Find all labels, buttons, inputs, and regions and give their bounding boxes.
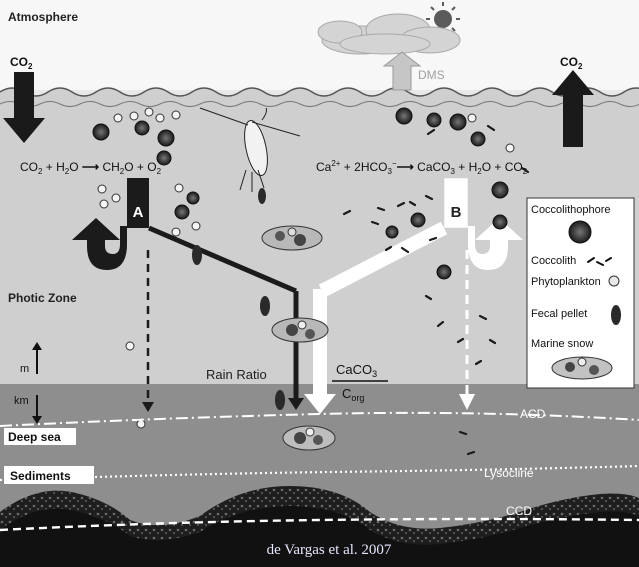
fecal-pellets: [192, 188, 285, 410]
ccd-line: [0, 517, 639, 532]
legend-marine-snow-icon: [551, 356, 613, 380]
legend-box: Coccolithophore Coccolith Phytoplankton …: [526, 197, 635, 389]
pump-a-arrowhead: [288, 398, 304, 410]
acd-line: [0, 411, 639, 427]
pump-a-diagonal: [148, 225, 297, 294]
pump-b-diagonal: [318, 221, 448, 298]
photic-zone-label: Photic Zone: [8, 291, 77, 305]
seafloor-bedrock: [0, 506, 639, 567]
lysocline-line: [0, 464, 639, 482]
acd-label: ACD: [520, 407, 546, 421]
ccd-label: CCD: [506, 504, 532, 518]
pump-b-dashed-arrowhead: [459, 394, 475, 410]
pump-a-bar: [127, 178, 149, 228]
photosynthesis-equation: CO2 + H2O ⟶ CH2O + O2: [20, 160, 162, 176]
calcification-equation: Ca2+ + 2HCO3−⟶ CaCO3 + H2O + CO2: [316, 159, 528, 176]
co2-uptake-arrow: [3, 72, 45, 143]
corg-label: Corg: [342, 386, 364, 403]
legend-fecal-pellet-label: Fecal pellet: [531, 308, 587, 320]
citation-text: de Vargas et al. 2007: [267, 542, 392, 558]
caco3-label: CaCO3: [336, 362, 377, 379]
deep-sea-label-bg: [4, 428, 76, 445]
legend-fecal-pellet-icon: [611, 305, 621, 325]
legend-phytoplankton-label: Phytoplankton: [531, 276, 601, 288]
sediments-label: Sediments: [10, 469, 71, 483]
legend-coccolithophore-label: Coccolithophore: [531, 204, 611, 216]
sea-surface-waves: [0, 87, 639, 97]
dms-label: DMS: [418, 68, 445, 82]
m-arrowhead: [32, 342, 42, 350]
co2-right-label: CO2: [560, 55, 583, 71]
coccolithophore-cells: [92, 107, 509, 280]
marine-snow-aggregates: [261, 225, 336, 451]
pump-b-arrowhead: [304, 394, 336, 414]
dms-arrow: [382, 51, 422, 91]
km-arrowhead: [32, 416, 42, 424]
pump-a-recycle-arrow: [72, 218, 127, 270]
rain-ratio-label: Rain Ratio: [206, 367, 267, 382]
atmosphere-zone: [0, 0, 639, 90]
zooplankton-icon: [199, 107, 301, 192]
legend-phytoplankton-icon: [608, 275, 620, 287]
atmosphere-label: Atmosphere: [8, 10, 78, 24]
phytoplankton-cells: [97, 107, 515, 429]
sediments-label-bg: [4, 466, 94, 484]
co2-left-label: CO2: [10, 55, 33, 71]
pump-b-label: B: [451, 204, 462, 221]
legend-coccolith-icon: [587, 257, 612, 266]
cloud-icon: [317, 13, 461, 55]
legend-marine-snow-label: Marine snow: [531, 338, 593, 350]
m-label: m: [20, 363, 29, 375]
lysocline-label: Lysocline: [484, 466, 534, 480]
deep-sea-label: Deep sea: [8, 430, 61, 444]
pump-a-dashed-arrowhead: [142, 402, 154, 412]
legend-coccolithophore-icon: [568, 220, 592, 244]
coccolith-fragments: [342, 124, 530, 456]
pump-b-bar: [443, 177, 469, 229]
km-label: km: [14, 395, 29, 407]
sea-surface-waves-2: [0, 101, 639, 107]
pump-a-label: A: [133, 204, 144, 221]
pump-b-recycle-arrow: [468, 218, 523, 270]
co2-release-arrow: [552, 70, 594, 147]
legend-coccolith-label: Coccolith: [531, 255, 576, 267]
